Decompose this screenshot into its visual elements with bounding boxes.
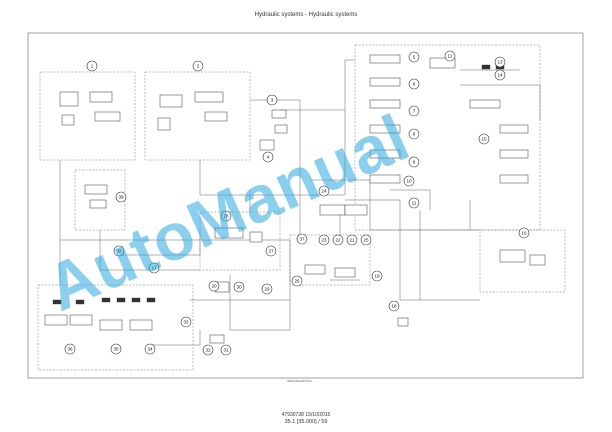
svg-text:28: 28 (223, 214, 229, 219)
svg-text:9: 9 (413, 160, 416, 165)
callout-13: 13 (494, 56, 506, 68)
callout-1: 1 (86, 60, 98, 72)
callout-32: 32 (202, 344, 214, 356)
page-title: Hydraulic systems - Hydraulic systems (254, 12, 358, 18)
schematic-frame (27, 32, 584, 379)
callout-3: 3 (266, 94, 278, 106)
callout-19: 19 (371, 270, 383, 282)
callout-37: 37 (296, 233, 308, 245)
callout-20: 20 (208, 280, 220, 292)
svg-text:27: 27 (268, 249, 274, 254)
callout-23: 23 (318, 234, 330, 246)
svg-text:34: 34 (147, 347, 153, 352)
callout-5: 5 (408, 51, 420, 63)
svg-text:23: 23 (321, 238, 327, 243)
callout-12: 12 (444, 50, 456, 62)
svg-text:36: 36 (67, 347, 73, 352)
callout-15: 15 (478, 133, 490, 145)
callout-33: 33 (180, 316, 192, 328)
callout-27: 27 (265, 245, 277, 257)
callout-30: 30 (233, 281, 245, 293)
svg-text:29: 29 (264, 287, 270, 292)
callout-2: 2 (192, 60, 204, 72)
footer-page-number: 35.1 [35.000] / 59 (284, 419, 328, 425)
svg-text:32: 32 (205, 348, 211, 353)
svg-text:33: 33 (183, 320, 189, 325)
callout-38: 38 (113, 245, 125, 257)
callout-7: 7 (408, 105, 420, 117)
valve-components (44, 54, 546, 344)
svg-text:15: 15 (481, 137, 487, 142)
svg-text:12: 12 (447, 54, 453, 59)
callout-34: 34 (144, 343, 156, 355)
svg-text:31: 31 (223, 348, 229, 353)
svg-text:13: 13 (497, 60, 503, 65)
svg-text:1: 1 (91, 64, 94, 69)
svg-text:35: 35 (113, 347, 119, 352)
svg-text:21: 21 (349, 238, 355, 243)
svg-text:10: 10 (406, 179, 412, 184)
callout-31: 31 (220, 344, 232, 356)
callout-8: 8 (408, 128, 420, 140)
callout-21: 21 (346, 234, 358, 246)
callout-39: 39 (115, 191, 127, 203)
callout-36: 36 (64, 343, 76, 355)
callout-35: 35 (110, 343, 122, 355)
callout-28: 28 (220, 210, 232, 222)
subassembly-box-bottom-left (37, 284, 194, 371)
svg-text:38: 38 (116, 249, 122, 254)
svg-text:8: 8 (413, 132, 416, 137)
svg-text:25: 25 (363, 238, 369, 243)
callout-9: 9 (408, 156, 420, 168)
svg-text:5: 5 (413, 55, 416, 60)
svg-text:6: 6 (413, 82, 416, 87)
svg-text:20: 20 (211, 284, 217, 289)
svg-text:30: 30 (236, 285, 242, 290)
callout-26: 26 (291, 275, 303, 287)
callout-29: 29 (261, 283, 273, 295)
svg-text:11: 11 (412, 201, 417, 206)
subassembly-box-1 (39, 71, 136, 161)
callout-22: 22 (332, 234, 344, 246)
svg-text:37: 37 (299, 237, 305, 242)
svg-text:4: 4 (267, 155, 270, 160)
svg-text:7: 7 (413, 109, 416, 114)
svg-text:19: 19 (374, 274, 380, 279)
callout-4: 4 (262, 151, 274, 163)
hydraulic-lines (59, 59, 541, 346)
callout-18: 18 (388, 300, 400, 312)
svg-text:2: 2 (197, 64, 200, 69)
svg-text:16: 16 (521, 231, 527, 236)
svg-text:22: 22 (335, 238, 341, 243)
svg-text:17: 17 (151, 266, 157, 271)
callout-14: 14 (494, 69, 506, 81)
callout-25: 25 (360, 234, 372, 246)
svg-text:3: 3 (271, 98, 274, 103)
callout-10: 10 (403, 175, 415, 187)
subassembly-box-2 (144, 71, 251, 161)
callout-11: 11 (408, 197, 420, 209)
callout-6: 6 (408, 78, 420, 90)
svg-text:26: 26 (294, 279, 300, 284)
callout-16: 16 (518, 227, 530, 239)
svg-text:39: 39 (118, 195, 124, 200)
footer-doc-id: 47930738 15/10/2015 (281, 412, 331, 418)
callout-24: 24 (318, 185, 330, 197)
svg-text:18: 18 (391, 304, 397, 309)
svg-text:24: 24 (321, 189, 327, 194)
drawing-reference: BAIL12PAG0077AA 1 (287, 379, 313, 383)
svg-text:14: 14 (497, 73, 503, 78)
callout-17: 17 (148, 262, 160, 274)
